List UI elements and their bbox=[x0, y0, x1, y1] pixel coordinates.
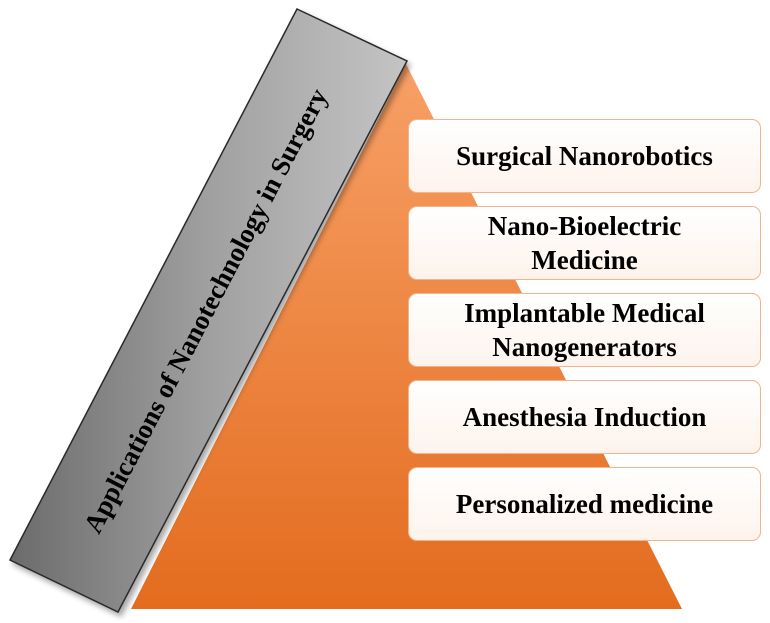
item-label: Nano-Bioelectric Medicine bbox=[487, 211, 682, 275]
item-label: Anesthesia Induction bbox=[462, 402, 707, 432]
item-label: Personalized medicine bbox=[455, 489, 714, 519]
item-surgical-nanorobotics: Surgical Nanorobotics bbox=[408, 119, 761, 193]
item-nano-bioelectric-medicine: Nano-Bioelectric Medicine bbox=[408, 206, 761, 280]
title-banner bbox=[8, 8, 409, 613]
item-label: Implantable Medical Nanogenerators bbox=[464, 298, 705, 362]
item-implantable-nanogenerators: Implantable Medical Nanogenerators bbox=[408, 293, 761, 367]
item-label: Surgical Nanorobotics bbox=[456, 141, 713, 171]
item-personalized-medicine: Personalized medicine bbox=[408, 467, 761, 541]
item-anesthesia-induction: Anesthesia Induction bbox=[408, 380, 761, 454]
